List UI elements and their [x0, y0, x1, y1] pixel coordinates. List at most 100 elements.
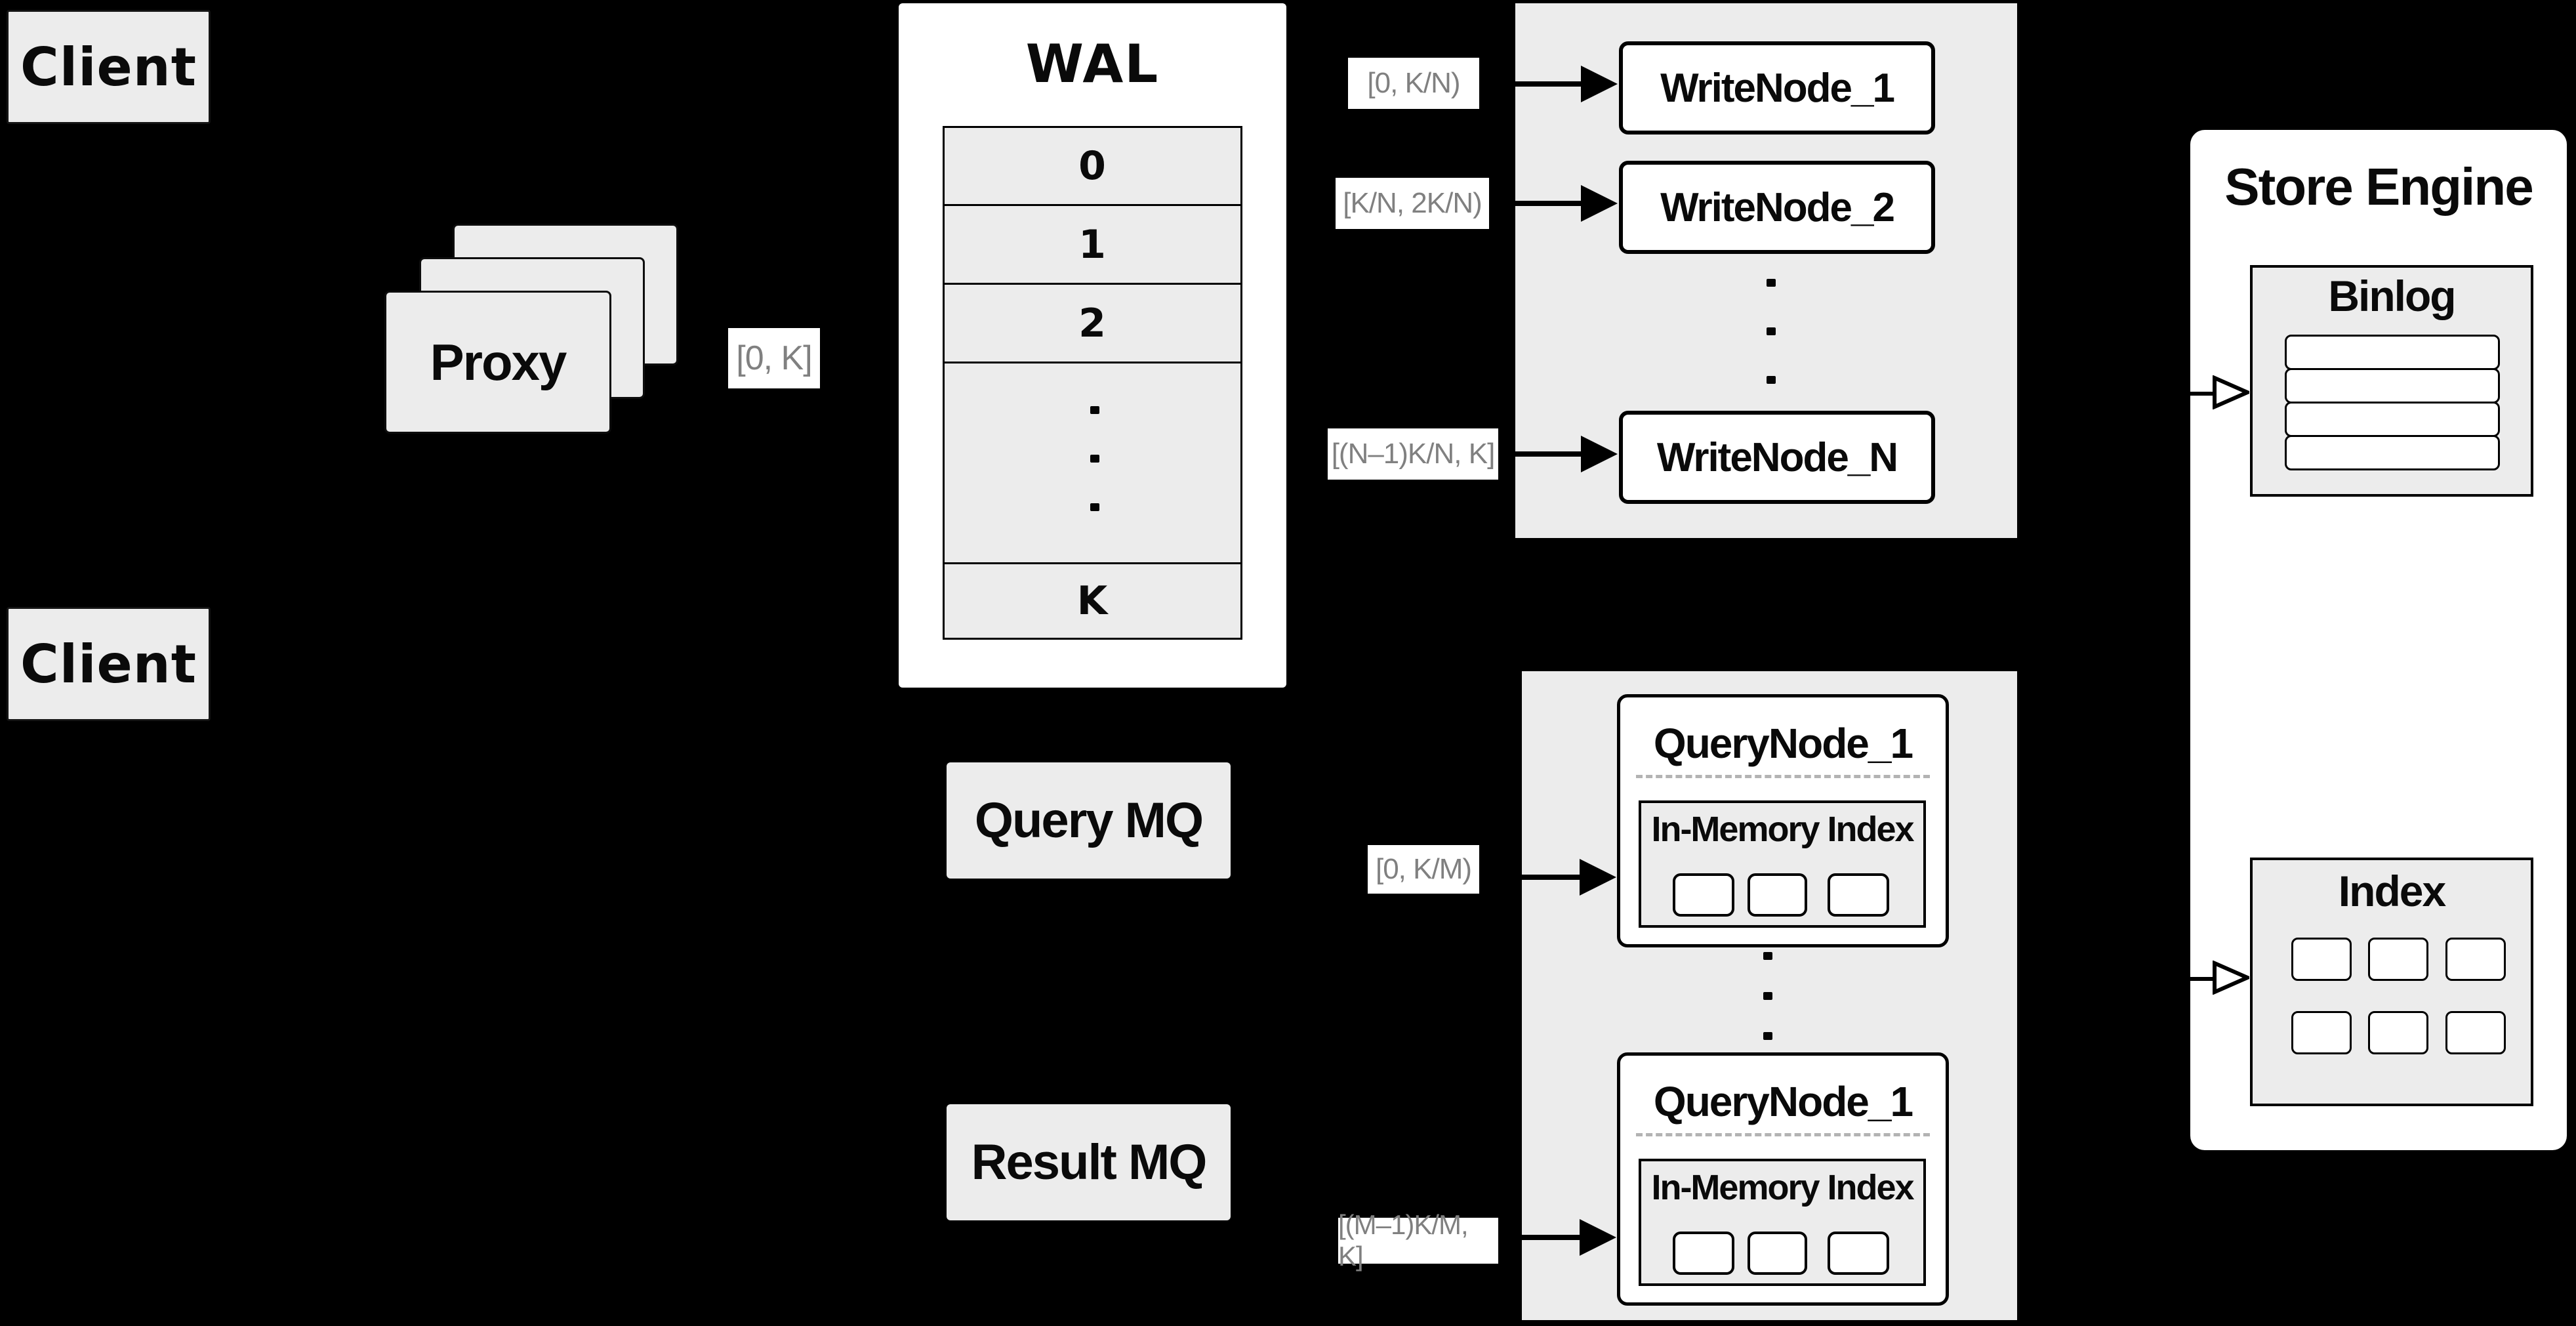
wal-row-0: 0: [943, 126, 1242, 206]
ellipsis-dot: [1090, 503, 1099, 511]
index-segment-box: [1748, 1232, 1807, 1275]
client-bottom-box: Client: [7, 607, 211, 721]
wal-table: 0 1 2 K: [943, 126, 1242, 640]
query-node-top-divider: [1636, 775, 1930, 778]
arrow-index-head: [2213, 961, 2249, 995]
wal-row-k-label: K: [1076, 578, 1109, 624]
in-memory-index-top-text: In-Memory Index: [1651, 810, 1914, 849]
ellipsis-dot: [1763, 952, 1772, 960]
client-top-box: Client: [7, 10, 211, 124]
write-node-2-label: WriteNode_2: [1660, 184, 1895, 230]
query-mq-label: Query MQ: [974, 793, 1204, 848]
wal-row-k: K: [943, 562, 1242, 640]
query-node-bottom-box: QueryNode_1 In-Memory Index: [1617, 1052, 1949, 1306]
arrow-index-line: [2190, 977, 2215, 981]
arrow-write-n-line: [1515, 451, 1581, 457]
in-memory-index-bottom-title: In-Memory Index: [1641, 1167, 1923, 1209]
query-node-panel: QueryNode_1 In-Memory Index QueryNode_1: [1522, 671, 2017, 1320]
range-badge-proxy-wal-text: [0, K]: [736, 339, 812, 377]
client-bottom-label: Client: [20, 633, 197, 695]
write-node-n-label: WriteNode_N: [1656, 434, 1898, 480]
ellipsis-dot: [1090, 406, 1099, 414]
store-engine-panel: Store Engine Binlog Index: [2190, 130, 2567, 1150]
store-engine-title: Store Engine: [2190, 157, 2567, 217]
index-segment-box: [1673, 873, 1734, 917]
store-engine-title-text: Store Engine: [2224, 157, 2533, 216]
index-cell: [2445, 938, 2506, 981]
wal-ellipsis-dots: [1090, 406, 1099, 511]
binlog-row: [2285, 335, 2500, 370]
index-cell: [2368, 938, 2428, 981]
ellipsis-dot: [1767, 279, 1776, 287]
result-mq-label: Result MQ: [971, 1134, 1208, 1190]
index-segment-box: [1673, 1232, 1734, 1275]
ellipsis-dot: [1763, 1032, 1772, 1040]
write-node-2-box: WriteNode_2: [1619, 161, 1935, 254]
range-badge-write-1-text: [0, K/N): [1367, 67, 1460, 99]
arrow-write-1-line: [1515, 81, 1581, 87]
in-memory-index-bottom-box: In-Memory Index: [1639, 1159, 1926, 1286]
client-top-label: Client: [20, 36, 197, 98]
range-badge-write-n-text: [(N–1)K/N, K]: [1331, 438, 1496, 470]
write-node-1-box: WriteNode_1: [1619, 41, 1935, 135]
wal-row-1-label: 1: [1078, 221, 1107, 268]
index-segment-box: [1828, 1232, 1889, 1275]
arrow-query-m-head: [1580, 1219, 1616, 1256]
range-badge-query-1-text: [0, K/M): [1375, 853, 1472, 885]
wal-row-2: 2: [943, 283, 1242, 363]
write-node-1-label: WriteNode_1: [1660, 65, 1895, 111]
binlog-title: Binlog: [2253, 270, 2531, 321]
index-cell: [2445, 1011, 2506, 1054]
wal-title: WAL: [899, 33, 1286, 95]
range-badge-write-2-text: [K/N, 2K/N): [1343, 187, 1482, 219]
binlog-box: Binlog: [2250, 265, 2533, 497]
query-node-bottom-title: QueryNode_1: [1620, 1075, 1946, 1128]
write-node-ellipsis-dots: [1767, 279, 1776, 384]
index-box: Index: [2250, 858, 2533, 1106]
index-cell: [2368, 1011, 2428, 1054]
proxy-label: Proxy: [430, 333, 567, 391]
arrow-write-2-head: [1581, 185, 1618, 222]
arrow-write-1-head: [1581, 66, 1618, 102]
index-cell: [2291, 938, 2352, 981]
index-cell: [2291, 1011, 2352, 1054]
in-memory-index-top-box: In-Memory Index: [1639, 800, 1926, 928]
binlog-row: [2285, 435, 2500, 470]
range-badge-query-m: [(M–1)K/M, K]: [1338, 1209, 1498, 1272]
query-node-bottom-divider: [1636, 1133, 1930, 1136]
arrow-query-m-line: [1522, 1235, 1582, 1240]
range-badge-write-1: [0, K/N): [1348, 58, 1479, 109]
binlog-row: [2285, 368, 2500, 404]
binlog-title-text: Binlog: [2328, 272, 2456, 320]
ellipsis-dot: [1763, 992, 1772, 1000]
query-node-ellipsis-dots: [1763, 952, 1772, 1040]
ellipsis-dot: [1767, 376, 1776, 384]
arrow-binlog-head: [2213, 375, 2249, 409]
wal-title-text: WAL: [1025, 33, 1160, 94]
proxy-box: Proxy: [384, 291, 611, 434]
range-badge-proxy-wal: [0, K]: [728, 328, 820, 388]
query-node-top-box: QueryNode_1 In-Memory Index: [1617, 694, 1949, 947]
wal-panel: WAL 0 1 2 K: [899, 3, 1286, 688]
ellipsis-dot: [1767, 327, 1776, 335]
wal-row-ellipsis: [943, 362, 1242, 564]
range-badge-write-2: [K/N, 2K/N): [1336, 178, 1489, 229]
in-memory-index-bottom-text: In-Memory Index: [1651, 1168, 1914, 1207]
query-node-top-title: QueryNode_1: [1620, 717, 1946, 770]
range-badge-query-m-text: [(M–1)K/M, K]: [1338, 1209, 1469, 1272]
arrow-binlog-line: [2190, 392, 2215, 396]
index-segment-box: [1828, 873, 1889, 917]
query-node-bottom-title-text: QueryNode_1: [1653, 1078, 1913, 1125]
index-segment-box: [1748, 873, 1807, 917]
result-mq-box: Result MQ: [947, 1104, 1231, 1220]
arrow-write-n-head: [1581, 436, 1618, 472]
range-badge-query-1: [0, K/M): [1368, 845, 1479, 894]
arrow-write-2-line: [1515, 201, 1581, 206]
index-title: Index: [2253, 865, 2531, 917]
wal-row-1: 1: [943, 204, 1242, 285]
in-memory-index-top-title: In-Memory Index: [1641, 808, 1923, 850]
ellipsis-dot: [1090, 455, 1099, 463]
binlog-row: [2285, 402, 2500, 437]
write-node-n-box: WriteNode_N: [1619, 411, 1935, 504]
arrow-query-1-head: [1580, 859, 1616, 896]
